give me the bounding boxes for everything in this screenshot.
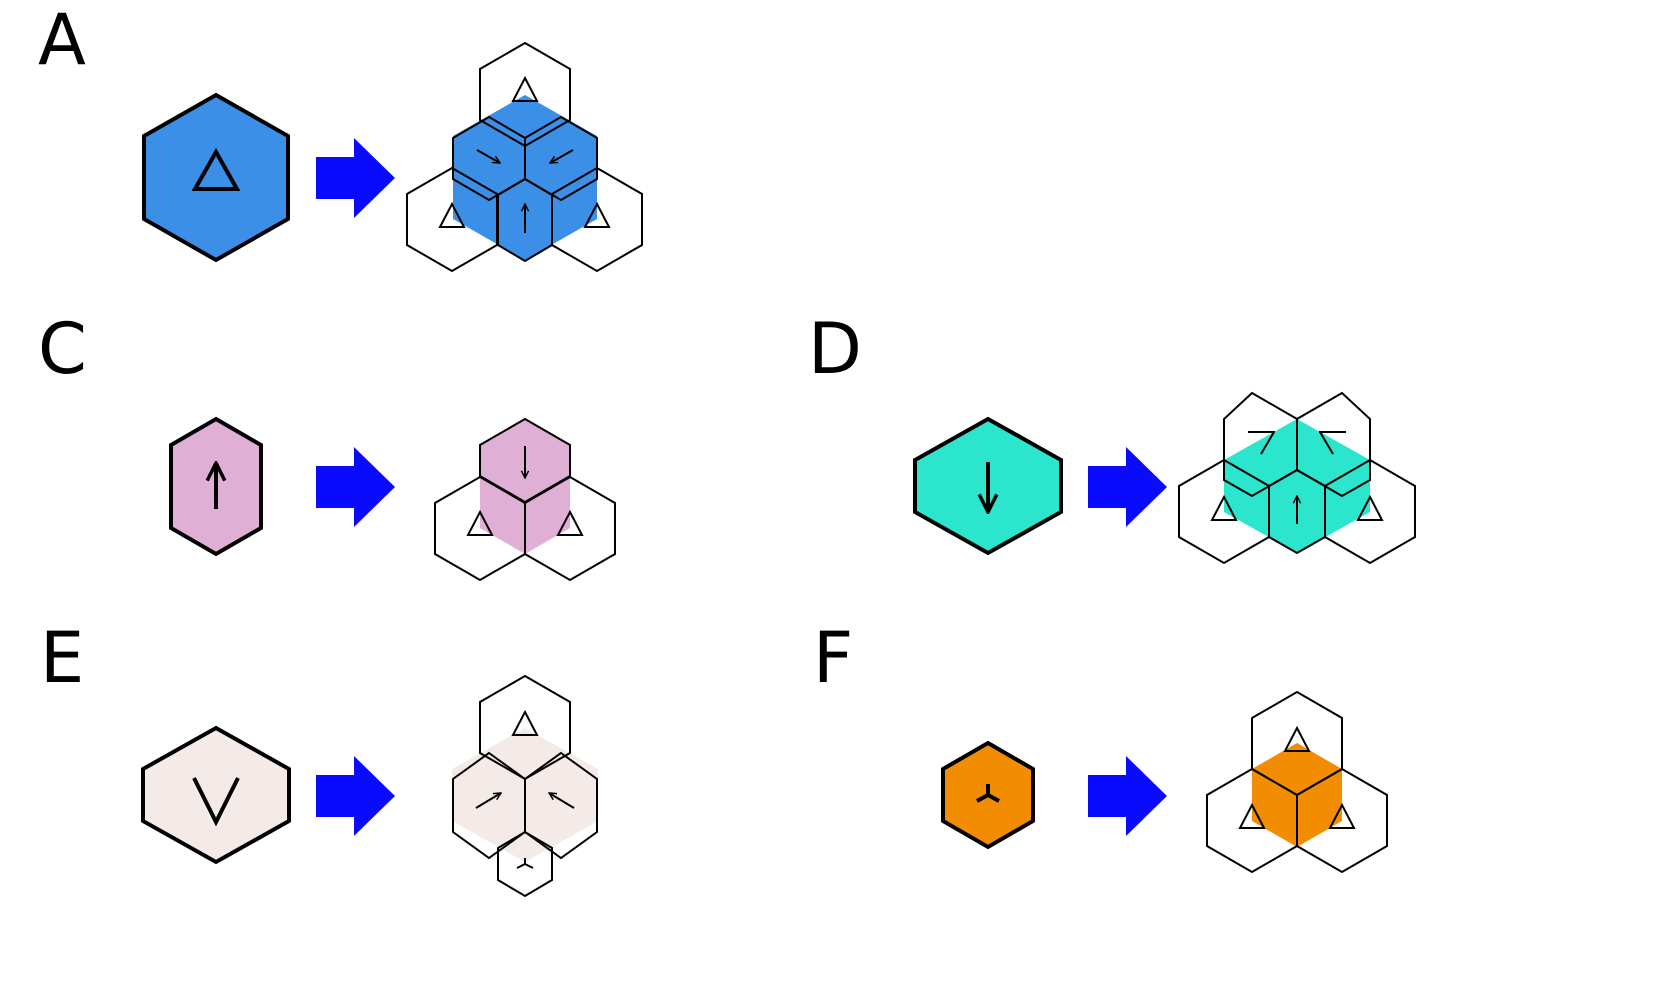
arrow-sw-icon (550, 149, 574, 164)
hex-cell (406, 166, 498, 273)
panel-d-tiling (1178, 391, 1416, 565)
arrow-ne-icon (475, 792, 501, 809)
panel-f (941, 690, 1388, 874)
hex-cell (524, 475, 616, 582)
triangle-icon (1356, 494, 1384, 521)
transform-arrow-icon (1088, 447, 1167, 527)
transform-arrow-icon (316, 138, 395, 218)
arrow-ne-icon (1260, 431, 1275, 455)
hex-cell (497, 830, 553, 898)
hex-cell (524, 751, 598, 860)
triangle-icon (583, 201, 611, 228)
hex-cell (1296, 391, 1371, 498)
tri-star-icon (516, 858, 534, 869)
triangle-icon (466, 509, 494, 536)
triangle-icon (1283, 725, 1311, 752)
panel-label-f: F (813, 617, 853, 699)
transform-arrow-icon (316, 447, 395, 527)
hex-cell (1268, 468, 1326, 555)
panel-label-a: A (38, 0, 86, 81)
panel-d (913, 391, 1416, 565)
source-hexagon (141, 725, 291, 865)
panel-d-source-tile (913, 416, 1063, 556)
panel-a-source-tile (142, 92, 290, 263)
hex-cell (524, 115, 598, 202)
hex-cell (1296, 767, 1388, 874)
panel-e-tiling (452, 674, 598, 898)
panel-f-source-tile (941, 740, 1035, 850)
chevron-v-icon (192, 777, 240, 827)
triangle-icon (1328, 802, 1356, 829)
panel-e-source-tile (141, 725, 291, 865)
panel-label-d: D (808, 308, 862, 390)
hex-cell (497, 177, 553, 263)
triangle-icon (511, 75, 539, 102)
transform-arrow-icon (316, 756, 395, 836)
tiling-fill (1224, 419, 1370, 553)
transform-arrow-icon (1088, 756, 1167, 836)
panel-label-e: E (40, 617, 84, 699)
arrow-se-icon (476, 149, 500, 164)
panel-e (141, 674, 598, 898)
panel-c-source-tile (169, 416, 263, 557)
triangle-icon (438, 201, 466, 228)
triangle-icon (1238, 802, 1266, 829)
triangle-icon (511, 709, 539, 736)
tri-star-icon (976, 784, 1000, 803)
triangle-icon (1210, 494, 1238, 521)
panel-a-tiling (406, 41, 643, 273)
triangle-icon (191, 147, 241, 191)
triangle-icon (556, 509, 584, 536)
tiling-fill (480, 419, 570, 554)
panel-c-tiling (434, 417, 616, 582)
panel-label-c: C (38, 308, 87, 390)
arrow-nw-icon (549, 792, 575, 809)
panel-a (142, 41, 643, 273)
source-hexagon (142, 92, 290, 263)
panel-c (169, 416, 616, 582)
arrow-nw-icon (1319, 431, 1334, 455)
panel-f-tiling (1206, 690, 1388, 874)
